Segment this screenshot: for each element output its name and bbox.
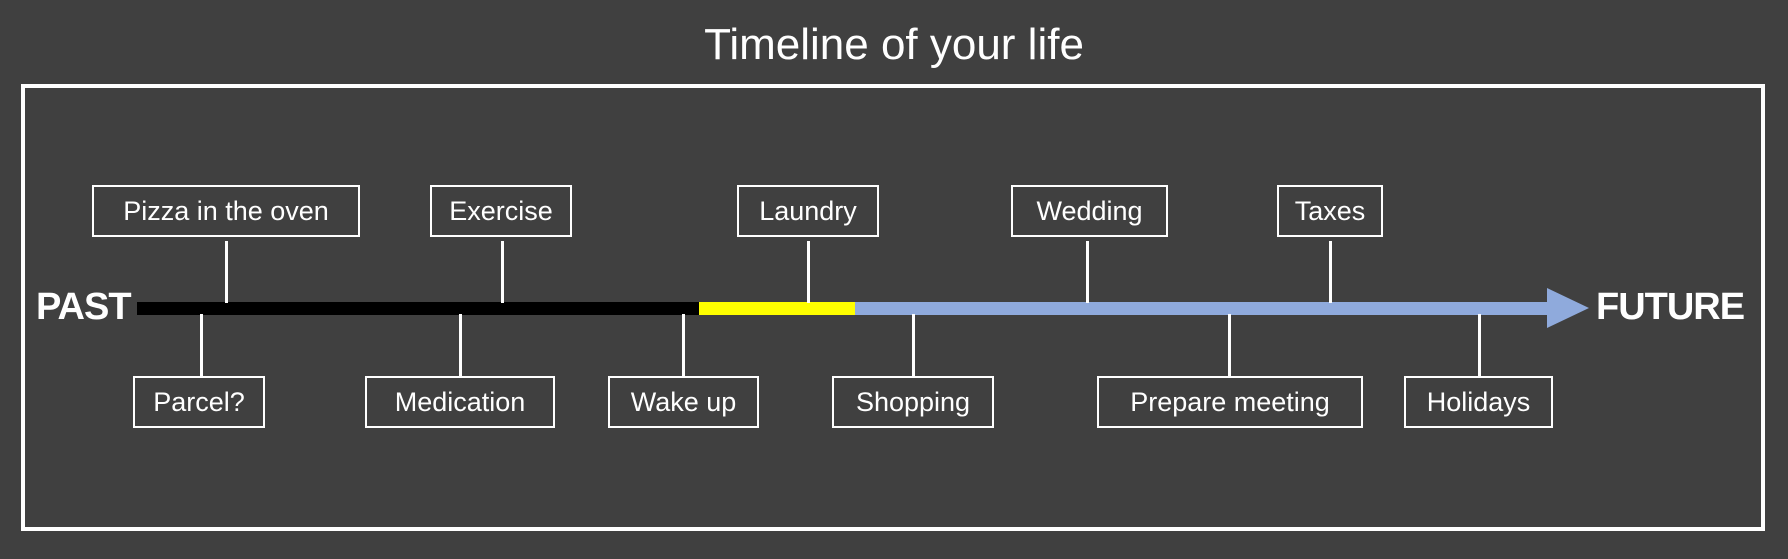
event-connector (1228, 314, 1231, 376)
event-connector (1478, 314, 1481, 376)
past-label: PAST (36, 286, 132, 328)
event-connector (459, 314, 462, 376)
event-box: Prepare meeting (1097, 376, 1363, 428)
event-box: Holidays (1404, 376, 1553, 428)
event-box: Shopping (832, 376, 994, 428)
future-segment (855, 302, 1549, 315)
event-box: Pizza in the oven (92, 185, 360, 237)
event-connector (1329, 241, 1332, 303)
event-box: Taxes (1277, 185, 1383, 237)
event-connector (1086, 241, 1089, 303)
timeline-frame (21, 84, 1765, 531)
event-connector (912, 314, 915, 376)
event-box: Wedding (1011, 185, 1168, 237)
present-segment (699, 302, 855, 315)
event-box: Laundry (737, 185, 879, 237)
event-connector (200, 314, 203, 376)
event-box: Parcel? (133, 376, 265, 428)
event-connector (225, 241, 228, 303)
page-title: Timeline of your life (704, 20, 1084, 69)
event-connector (807, 241, 810, 303)
event-box: Wake up (608, 376, 759, 428)
past-segment (137, 302, 699, 315)
future-label: FUTURE (1596, 286, 1745, 328)
event-box: Exercise (430, 185, 572, 237)
event-box: Medication (365, 376, 555, 428)
event-connector (682, 314, 685, 376)
arrow-head-icon (1547, 288, 1589, 328)
event-connector (501, 241, 504, 303)
